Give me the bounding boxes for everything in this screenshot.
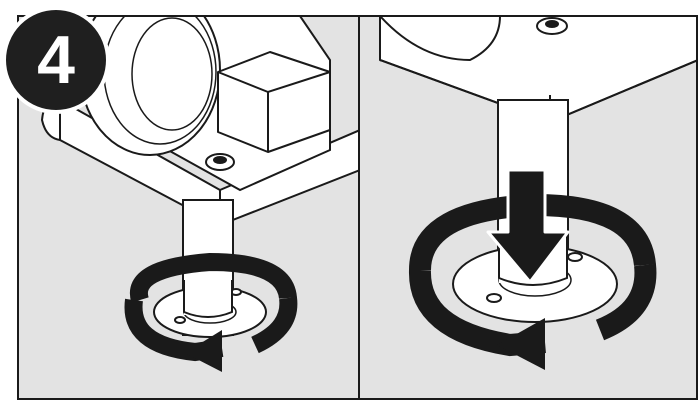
rotate-arrow-icon-large xyxy=(409,263,657,370)
right-bolt xyxy=(536,17,568,35)
left-junction-box xyxy=(217,51,331,153)
left-bolt xyxy=(205,153,235,171)
illustration-frame xyxy=(17,15,698,400)
right-panel xyxy=(360,16,698,400)
push-down-arrow-icon xyxy=(486,168,570,284)
step-badge xyxy=(2,6,110,114)
rotate-arrow-icon xyxy=(124,296,298,372)
step-number: 4 xyxy=(37,22,75,98)
left-panel xyxy=(18,16,358,400)
